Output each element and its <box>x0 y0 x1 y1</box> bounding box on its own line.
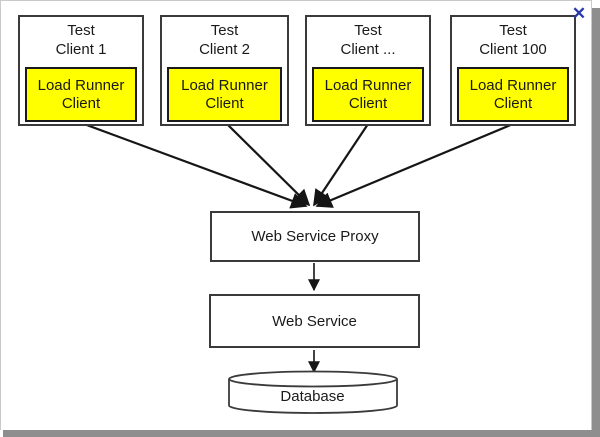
close-icon[interactable]: ✕ <box>571 4 587 23</box>
window-shadow-right <box>592 8 600 437</box>
load-runner-client-3-box: Load Runner Client <box>312 67 424 122</box>
load-runner-client-2-box: Load Runner Client <box>167 67 282 122</box>
fan-in-arrows <box>83 122 514 209</box>
window-shadow-bottom <box>3 430 600 437</box>
load-runner-client-4-box: Load Runner Client <box>457 67 569 122</box>
web-service-box: Web Service <box>209 294 420 348</box>
web-service-proxy-box: Web Service Proxy <box>210 211 420 262</box>
test-client-100-box: Test Client 100 Load Runner Client <box>450 15 576 126</box>
test-client-1-box: Test Client 1 Load Runner Client <box>18 15 144 126</box>
test-client-2-title: Test Client 2 <box>199 22 250 58</box>
test-client-1-title: Test Client 1 <box>55 22 107 58</box>
database-cylinder <box>228 370 398 414</box>
test-client-100-title: Test Client 100 <box>479 22 547 58</box>
test-client-2-box: Test Client 2 Load Runner Client <box>160 15 289 126</box>
load-runner-client-1-box: Load Runner Client <box>25 67 137 122</box>
database-label: Database <box>280 387 345 405</box>
test-client-ellipsis-box: Test Client ... Load Runner Client <box>305 15 431 126</box>
test-client-ellipsis-title: Test Client ... <box>340 22 396 58</box>
